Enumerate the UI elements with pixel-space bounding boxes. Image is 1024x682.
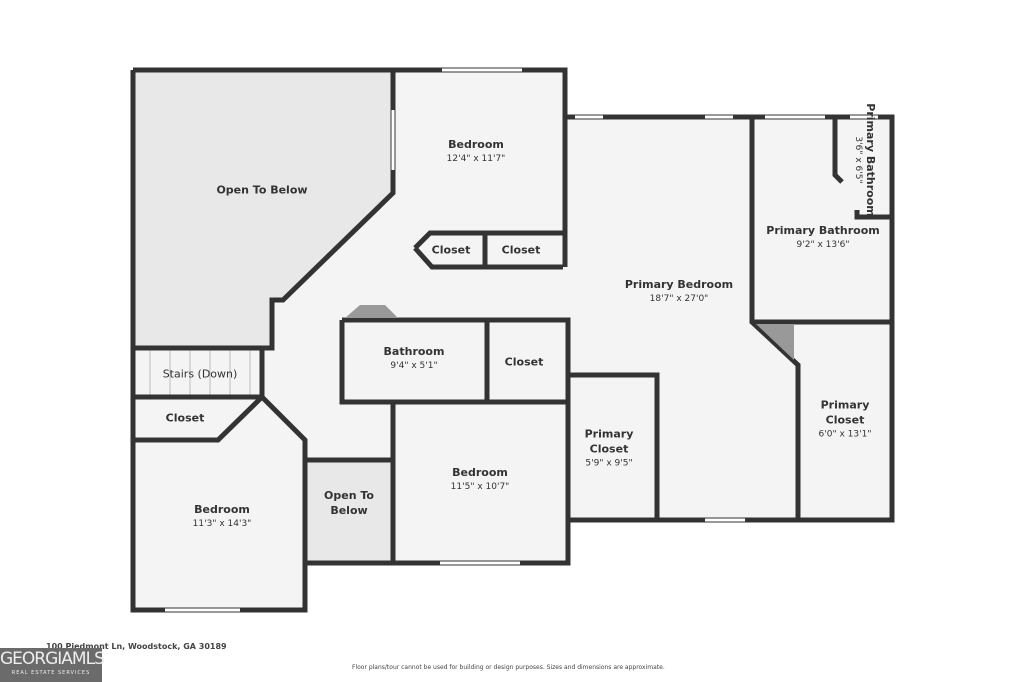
hatched-chase xyxy=(345,305,398,318)
room-closet: Closet xyxy=(504,355,544,369)
address: 100 Piedmont Ln, Woodstock, GA 30189 xyxy=(46,642,227,651)
hatched-chase-2 xyxy=(756,324,794,360)
open-to-below-area xyxy=(133,70,393,348)
stairs-treads xyxy=(149,350,251,397)
room-open-to-below: Open To Below xyxy=(324,489,374,517)
room-closet: Closet xyxy=(165,411,205,425)
open-to-below-area-2 xyxy=(305,460,393,563)
room-closet: Closet xyxy=(501,243,541,257)
stairs-down[interactable]: Stairs (Down) xyxy=(162,367,238,381)
windows xyxy=(165,68,878,612)
room-closet: Closet xyxy=(431,243,471,257)
disclaimer: Floor plans/tour cannot be used for buil… xyxy=(352,664,665,671)
room-open-to-below: Open To Below xyxy=(216,183,308,197)
walls xyxy=(130,67,895,613)
